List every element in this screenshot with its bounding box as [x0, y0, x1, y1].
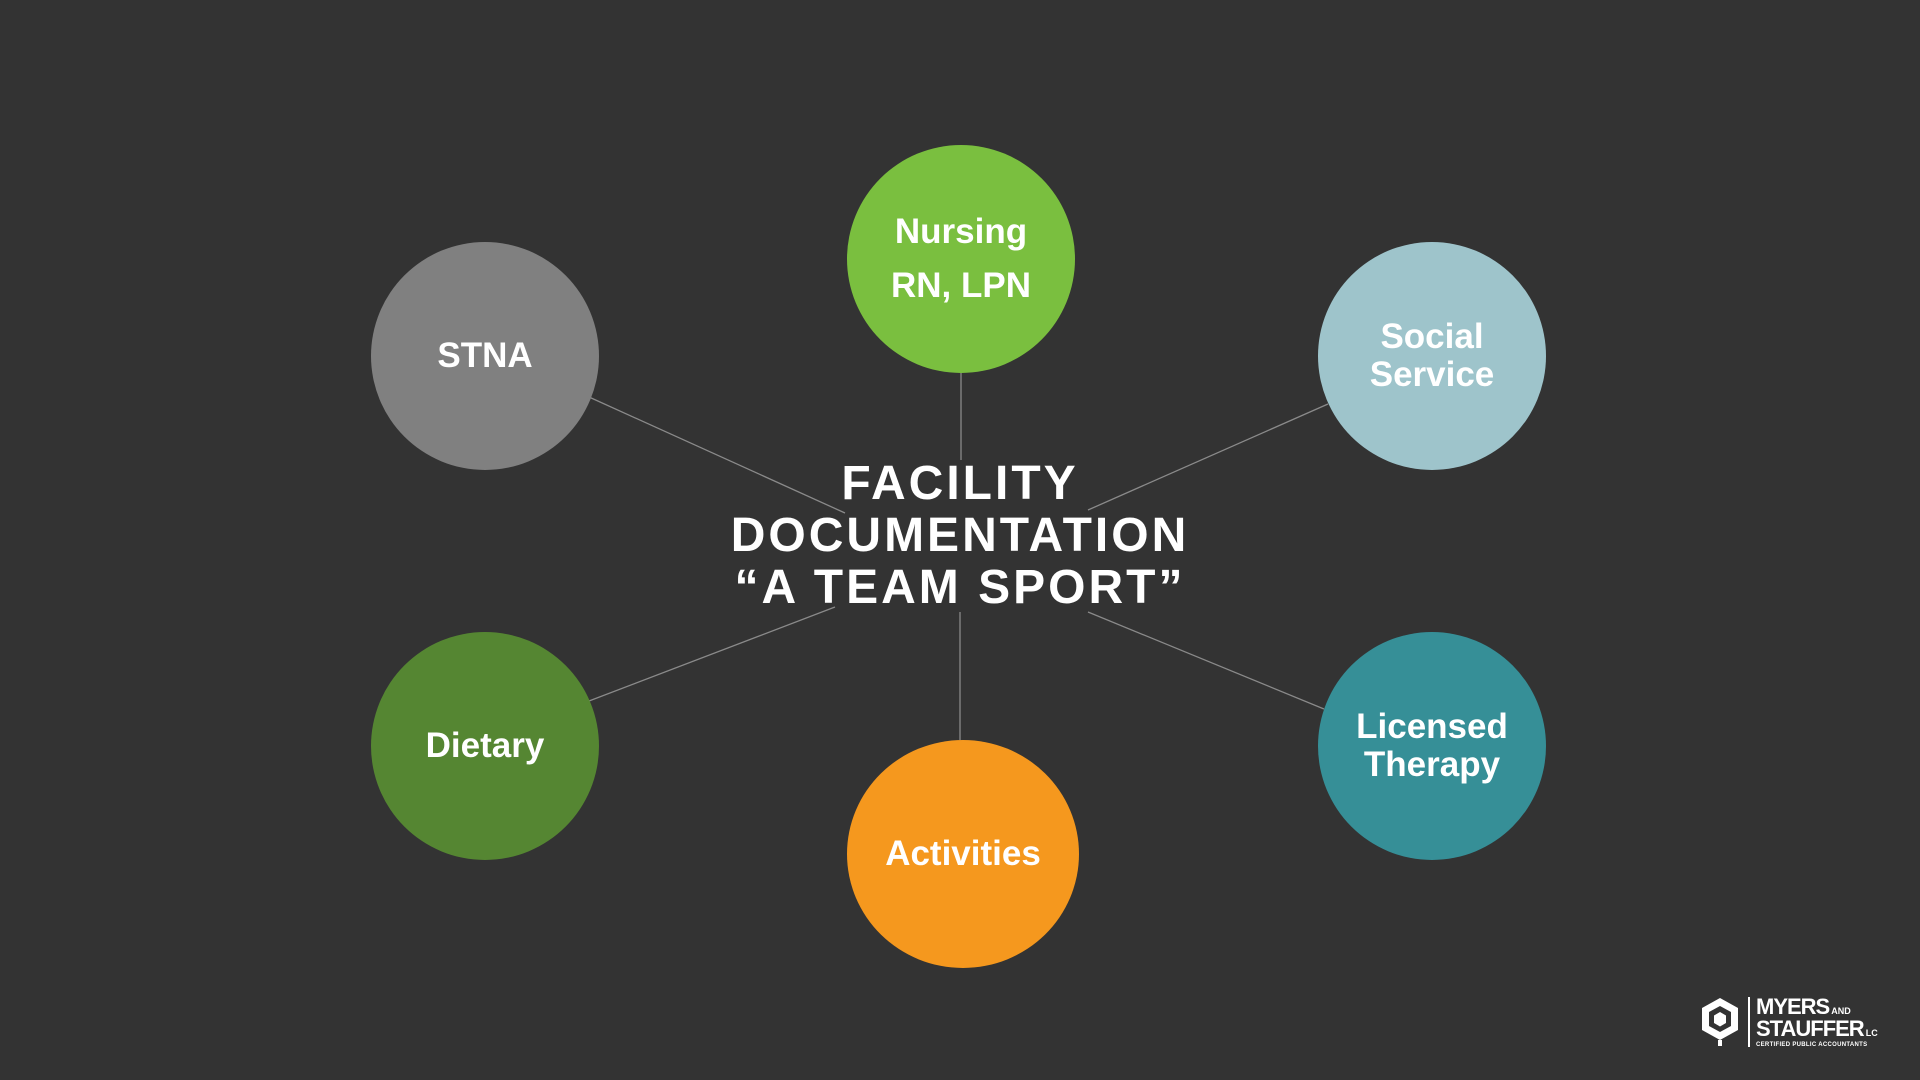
node-dietary: Dietary — [371, 632, 599, 860]
node-stna: STNA — [371, 242, 599, 470]
logo-name-line1: MYERS — [1756, 994, 1830, 1019]
therapy-label-line2: Therapy — [1363, 745, 1501, 784]
logo-mark-icon — [1702, 998, 1738, 1046]
activities-label: Activities — [885, 834, 1041, 873]
center-title-line1: FACILITY — [841, 457, 1079, 510]
logo-tagline: CERTIFIED PUBLIC ACCOUNTANTS — [1756, 1042, 1868, 1048]
node-nursing: Nursing RN, LPN — [847, 145, 1075, 373]
connector-social — [1087, 403, 1329, 511]
dietary-label: Dietary — [425, 726, 545, 765]
connector-stna — [588, 396, 846, 514]
logo-and: AND — [1831, 1006, 1851, 1016]
social-label-line1: Social — [1380, 317, 1484, 356]
center-title-line2: DOCUMENTATION — [730, 509, 1190, 562]
logo-name-line2: STAUFFER — [1756, 1016, 1865, 1041]
logo-suffix: LC — [1865, 1028, 1878, 1038]
company-logo: MYERS AND STAUFFER LC CERTIFIED PUBLIC A… — [1698, 992, 1888, 1052]
therapy-label-line1: Licensed — [1356, 707, 1508, 746]
stna-label: STNA — [437, 336, 533, 375]
node-social-service: Social Service — [1318, 242, 1546, 470]
node-licensed-therapy: Licensed Therapy — [1318, 632, 1546, 860]
nursing-label: Nursing — [894, 212, 1028, 251]
connector-dietary — [588, 606, 836, 702]
logo-divider — [1748, 997, 1750, 1047]
social-label-line2: Service — [1369, 355, 1495, 394]
center-title: FACILITY DOCUMENTATION “A TEAM SPORT” — [660, 458, 1260, 614]
logo-text: MYERS AND STAUFFER LC CERTIFIED PUBLIC A… — [1756, 994, 1878, 1049]
node-activities: Activities — [847, 740, 1079, 968]
connector-therapy — [1087, 611, 1325, 710]
nursing-sublabel: RN, LPN — [891, 266, 1031, 305]
center-title-line3: “A TEAM SPORT” — [734, 561, 1186, 614]
